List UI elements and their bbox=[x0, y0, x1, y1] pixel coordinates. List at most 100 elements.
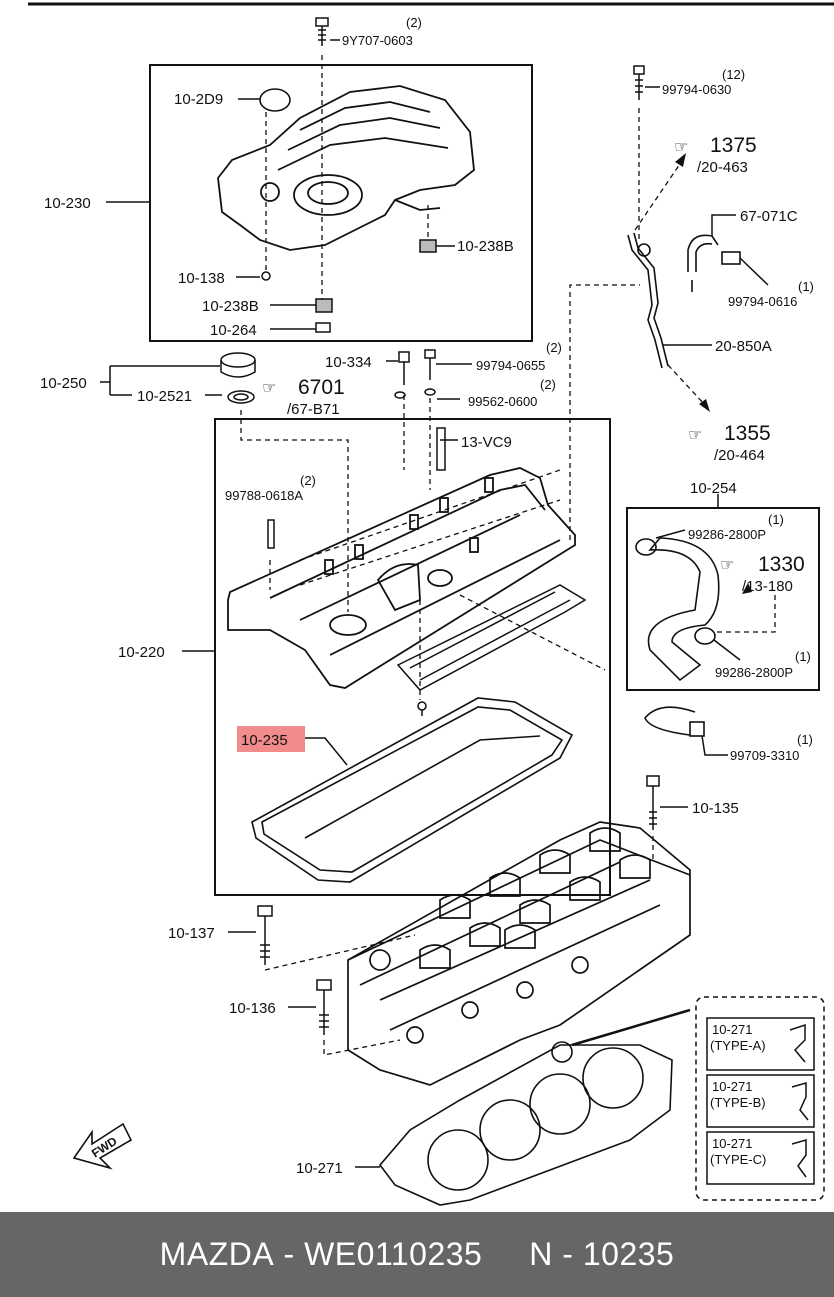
bolt-99794-0630 bbox=[633, 65, 645, 100]
label-99794-0630-qty: (12) bbox=[722, 67, 745, 82]
label-20-463: /20-463 bbox=[697, 159, 748, 176]
bolt-10-136 bbox=[316, 979, 332, 1035]
oil-cap-10-250 bbox=[220, 352, 256, 404]
label-10-138: 10-138 bbox=[178, 270, 225, 287]
hose-10-254 bbox=[635, 537, 720, 682]
type-c-panel bbox=[706, 1131, 815, 1185]
type-a-panel bbox=[706, 1017, 815, 1071]
stud-99788 bbox=[267, 519, 275, 549]
cap-10-2d9 bbox=[259, 88, 291, 112]
label-13-180: /13-180 bbox=[742, 578, 793, 595]
detail-pointer bbox=[571, 1008, 691, 1047]
breather-pipe-20-850a bbox=[627, 232, 669, 369]
label-99794-0655-qty: (2) bbox=[546, 340, 562, 355]
label-10-137: 10-137 bbox=[168, 925, 215, 942]
label-10-2521: 10-2521 bbox=[137, 388, 192, 405]
label-99788: 99788-0618A bbox=[225, 488, 303, 503]
label-67-071c: 67-071C bbox=[740, 208, 798, 225]
label-6701: 6701 bbox=[298, 376, 345, 399]
leader-10-235 bbox=[305, 737, 348, 766]
ref-icon-6701: ☞ bbox=[262, 380, 276, 397]
type-a-label: (TYPE-A) bbox=[710, 1038, 766, 1053]
leader-99286-a bbox=[655, 529, 686, 539]
plug-10-235 bbox=[417, 701, 427, 711]
label-1375: 1375 bbox=[710, 134, 757, 157]
ref-icon-1355: ☞ bbox=[688, 427, 702, 444]
label-9y707-qty: (2) bbox=[406, 15, 422, 30]
label-20-850a: 20-850A bbox=[715, 338, 772, 355]
engine-cover-box bbox=[149, 64, 533, 342]
label-99709: 99709-3310 bbox=[730, 748, 799, 763]
small-leaders bbox=[386, 360, 472, 441]
type-c-label: (TYPE-C) bbox=[710, 1152, 766, 1167]
spacer-10-264 bbox=[315, 322, 331, 333]
label-10-135: 10-135 bbox=[692, 800, 739, 817]
label-10-250: 10-250 bbox=[40, 375, 87, 392]
part-number-footer: MAZDA - WE0110235 N - 10235 bbox=[0, 1212, 834, 1297]
label-20-464: /20-464 bbox=[714, 447, 765, 464]
clip-10-138 bbox=[261, 271, 271, 281]
cover-guides bbox=[265, 55, 429, 300]
grommet-10-238b-b bbox=[315, 298, 333, 313]
label-10-271: 10-271 bbox=[296, 1160, 343, 1177]
small-bolts bbox=[394, 349, 436, 399]
bolt-9y707 bbox=[315, 17, 329, 46]
cylinder-head bbox=[347, 821, 691, 1086]
footer-brand: MAZDA bbox=[159, 1236, 275, 1272]
label-10-136: 10-136 bbox=[229, 1000, 276, 1017]
parts-diagram: (2) 9Y707-0603 10-2D9 10-230 10-238B 10-… bbox=[28, 2, 834, 1206]
ref-icon-1375: ☞ bbox=[674, 139, 688, 156]
labels: (2) 9Y707-0603 10-2D9 10-230 10-238B 10-… bbox=[40, 15, 814, 1177]
plug-gasket bbox=[396, 584, 587, 691]
label-99794-0616: 99794-0616 bbox=[728, 294, 797, 309]
label-9y707: 9Y707-0603 bbox=[342, 33, 413, 48]
guide-10-136 bbox=[323, 1039, 401, 1056]
guide-10-137 bbox=[264, 934, 416, 971]
label-99788-qty: (2) bbox=[300, 473, 316, 488]
type-a-number: 10-271 bbox=[712, 1022, 752, 1037]
label-99286-b: 99286-2800P bbox=[715, 665, 793, 680]
hose-box-10-254 bbox=[626, 507, 820, 691]
label-10-2d9: 10-2D9 bbox=[174, 91, 223, 108]
fwd-arrow bbox=[72, 1122, 133, 1170]
cover-leaders bbox=[106, 39, 455, 330]
head-cover-box bbox=[214, 418, 611, 896]
label-10-264: 10-264 bbox=[210, 322, 257, 339]
label-99286-a: 99286-2800P bbox=[688, 527, 766, 542]
footer-part-number: WE0110235 bbox=[304, 1236, 483, 1272]
label-99562-qty: (2) bbox=[540, 377, 556, 392]
label-10-238b-a: 10-238B bbox=[457, 238, 514, 255]
label-13-vc9: 13-VC9 bbox=[461, 434, 512, 451]
type-b-panel bbox=[706, 1074, 815, 1128]
label-10-220: 10-220 bbox=[118, 644, 165, 661]
type-b-label: (TYPE-B) bbox=[710, 1095, 766, 1110]
label-99794-0655: 99794-0655 bbox=[476, 358, 545, 373]
label-10-235: 10-235 bbox=[241, 732, 288, 749]
type-c-number: 10-271 bbox=[712, 1136, 752, 1151]
leader-99794-0616 bbox=[739, 257, 769, 286]
label-99709-qty: (1) bbox=[797, 732, 813, 747]
leader-67-071c bbox=[711, 214, 736, 236]
clamp-99709 bbox=[644, 706, 705, 737]
engine-cover bbox=[217, 85, 475, 251]
label-10-230: 10-230 bbox=[44, 195, 91, 212]
highlight-10-235 bbox=[237, 726, 305, 752]
cylinder-head-cover bbox=[227, 467, 576, 689]
label-1355: 1355 bbox=[724, 422, 771, 445]
label-10-238b-b: 10-238B bbox=[202, 298, 259, 315]
label-99794-0616-qty: (1) bbox=[798, 279, 814, 294]
label-99562: 99562-0600 bbox=[468, 394, 537, 409]
guide-1375 bbox=[634, 157, 685, 231]
guide-pipe-to-cover bbox=[569, 284, 640, 540]
label-99286-b-qty: (1) bbox=[795, 649, 811, 664]
label-99286-a-qty: (1) bbox=[768, 512, 784, 527]
head-cover-gasket-10-235 bbox=[251, 697, 574, 883]
leader-99286-b bbox=[713, 639, 741, 661]
ref-icon-1330: ☞ bbox=[720, 557, 734, 574]
arrow-1355 bbox=[699, 399, 710, 412]
footer-gap bbox=[482, 1236, 529, 1273]
label-99794-0630: 99794-0630 bbox=[662, 82, 731, 97]
grommet-10-238b-a bbox=[419, 239, 437, 253]
leader-99709 bbox=[701, 735, 728, 756]
label-10-334: 10-334 bbox=[325, 354, 372, 371]
